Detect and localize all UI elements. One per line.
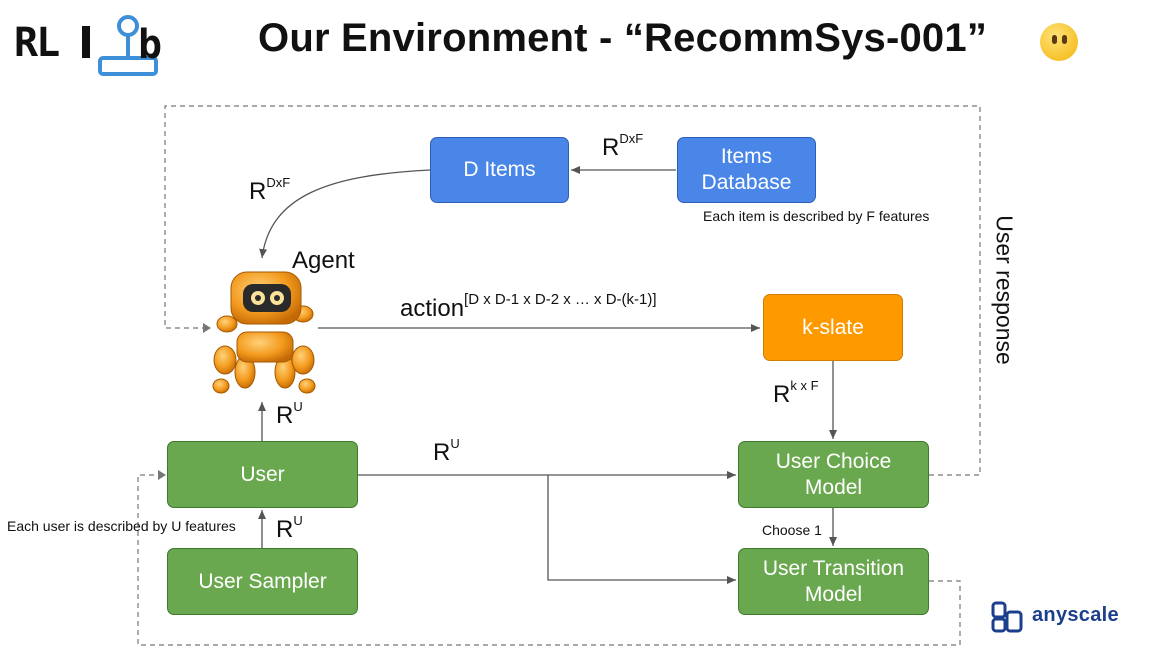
r-dxf-left-sup: DxF <box>266 175 291 190</box>
arrow-user-to-transition <box>547 475 736 584</box>
r-dxf-left-base: R <box>249 178 267 205</box>
r-u-agent-label: RU <box>276 399 303 430</box>
action-base: action <box>400 295 465 322</box>
r-kxf-base: R <box>773 381 791 408</box>
user-sampler-node: User Sampler <box>167 548 358 615</box>
anyscale-mark-icon <box>991 601 1023 633</box>
user-choice-model-label: User Choice Model <box>775 449 892 499</box>
action-sup: [D x D-1 x D-2 x … x D-(k-1)] <box>464 291 657 308</box>
rllib-logo-graphic: RL b <box>14 15 162 76</box>
k-slate-node: k-slate <box>763 294 903 361</box>
user-response-label: User response <box>991 215 1018 365</box>
r-kxf-label: Rk x F <box>773 378 819 409</box>
r-u-sampler-sup: U <box>293 513 303 528</box>
agent-label: Agent <box>292 247 355 274</box>
r-dxf-top-sup: DxF <box>619 131 644 146</box>
items-database-node: Items Database <box>677 137 816 203</box>
r-kxf-sup: k x F <box>790 378 819 393</box>
robot-agent-icon <box>212 271 316 394</box>
anyscale-logo: anyscale <box>990 600 1125 634</box>
r-u-sampler-base: R <box>276 516 294 543</box>
r-dxf-top-base: R <box>602 134 620 161</box>
user-node: User <box>167 441 358 508</box>
arrow-items-to-agent <box>259 169 431 259</box>
svg-text:b: b <box>138 22 162 68</box>
neutral-face-emoji-icon <box>1040 23 1078 61</box>
choose-1-label: Choose 1 <box>762 522 822 538</box>
users-note: Each user is described by U features <box>7 518 236 534</box>
items-note: Each item is described by F features <box>703 208 930 224</box>
d-items-label: D Items <box>463 158 536 181</box>
items-database-label: Items Database <box>701 145 792 194</box>
svg-text:RL: RL <box>14 20 59 66</box>
r-u-sampler-label: RU <box>276 513 303 544</box>
user-label: User <box>240 462 285 486</box>
r-u-mid-base: R <box>433 439 451 466</box>
user-choice-model-node: User Choice Model <box>738 441 929 508</box>
r-dxf-top-label: RDxF <box>602 131 644 162</box>
user-transition-model-node: User Transition Model <box>738 548 929 615</box>
dashed-transition-loop <box>137 474 961 646</box>
d-items-node: D Items <box>430 137 569 203</box>
action-label: action[D x D-1 x D-2 x … x D-(k-1)] <box>400 291 657 323</box>
r-u-mid-label: RU <box>433 436 460 467</box>
k-slate-label: k-slate <box>802 315 864 339</box>
r-u-agent-sup: U <box>293 399 303 414</box>
rllib-logo: RL b <box>10 8 180 76</box>
r-u-mid-sup: U <box>450 436 460 451</box>
user-transition-model-label: User Transition Model <box>762 556 905 606</box>
anyscale-wordmark: anyscale <box>1032 604 1119 626</box>
r-dxf-left-label: RDxF <box>249 175 291 206</box>
user-sampler-label: User Sampler <box>198 569 327 593</box>
slide-title: Our Environment - “RecommSys-001” <box>258 16 988 60</box>
r-u-agent-base: R <box>276 402 294 429</box>
